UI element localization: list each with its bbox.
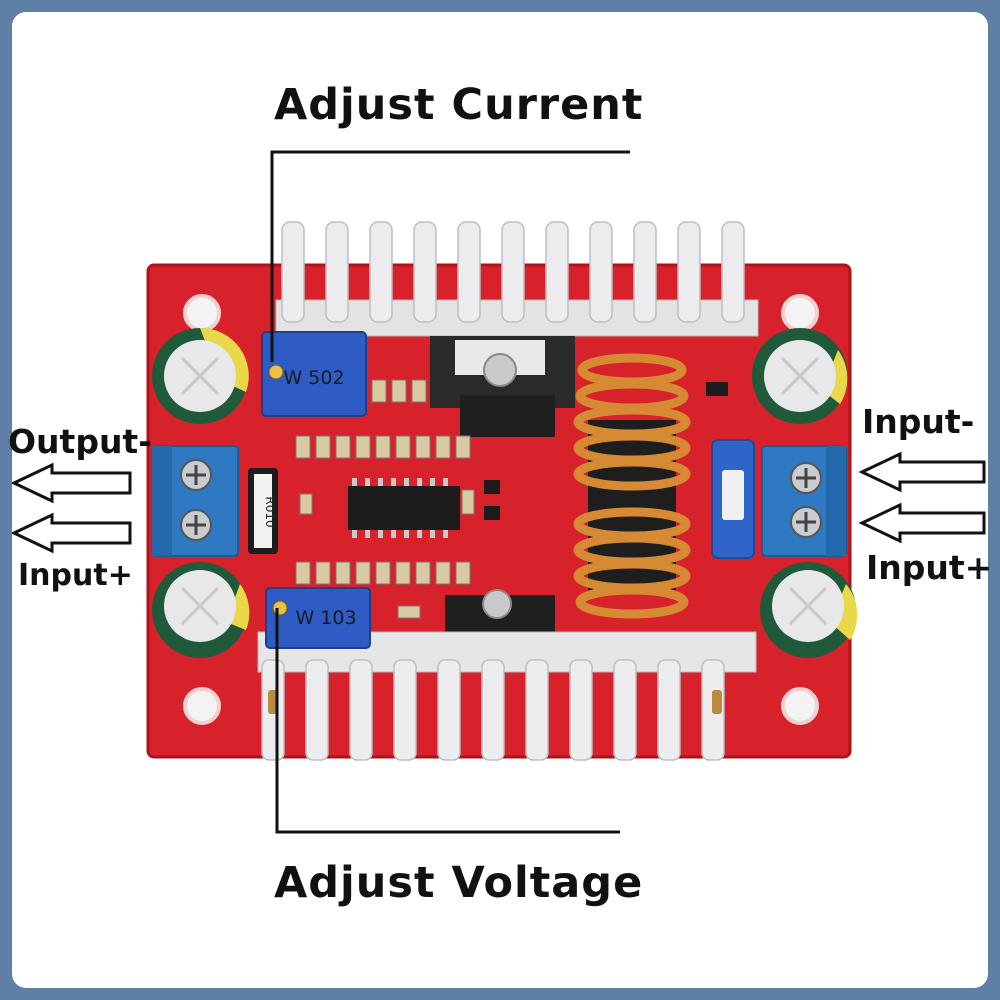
output-minus-label: Output- — [8, 422, 152, 461]
inductor — [573, 353, 691, 619]
output-terminal-block — [151, 445, 239, 557]
mounting-holes — [183, 294, 819, 725]
fuse — [711, 439, 755, 559]
ic-chip — [348, 478, 460, 538]
top-heatsink — [275, 221, 759, 437]
smd-components — [295, 379, 728, 619]
arrow-left-icon — [858, 502, 986, 544]
input-plus-right-label: Input+ — [866, 548, 993, 587]
adjust-voltage-label: Adjust Voltage — [274, 858, 644, 908]
capacitors — [152, 327, 858, 658]
adjust-voltage-leader — [275, 608, 620, 834]
shunt-resistor-marking: R010 — [263, 496, 277, 527]
buck-converter-board: R010 — [12, 150, 986, 834]
input-terminal-block — [761, 445, 847, 557]
pot-voltage-marking: W 103 — [295, 607, 356, 629]
potentiometer-current: W 502 — [261, 331, 367, 417]
shunt-resistor: R010 — [248, 468, 278, 554]
adjust-current-leader — [270, 150, 630, 362]
input-minus-label: Input- — [862, 402, 975, 441]
arrow-left-icon — [12, 512, 132, 554]
arrow-left-icon — [12, 462, 132, 504]
image-frame: R010 — [12, 12, 988, 988]
bottom-heatsink — [257, 589, 757, 761]
adjust-current-label: Adjust Current — [274, 80, 644, 130]
pot-current-marking: W 502 — [283, 367, 344, 389]
input-plus-left-label: Input+ — [18, 558, 133, 593]
leader-lines — [270, 150, 630, 834]
arrow-left-icon — [858, 451, 986, 493]
potentiometer-voltage: W 103 — [265, 587, 371, 649]
